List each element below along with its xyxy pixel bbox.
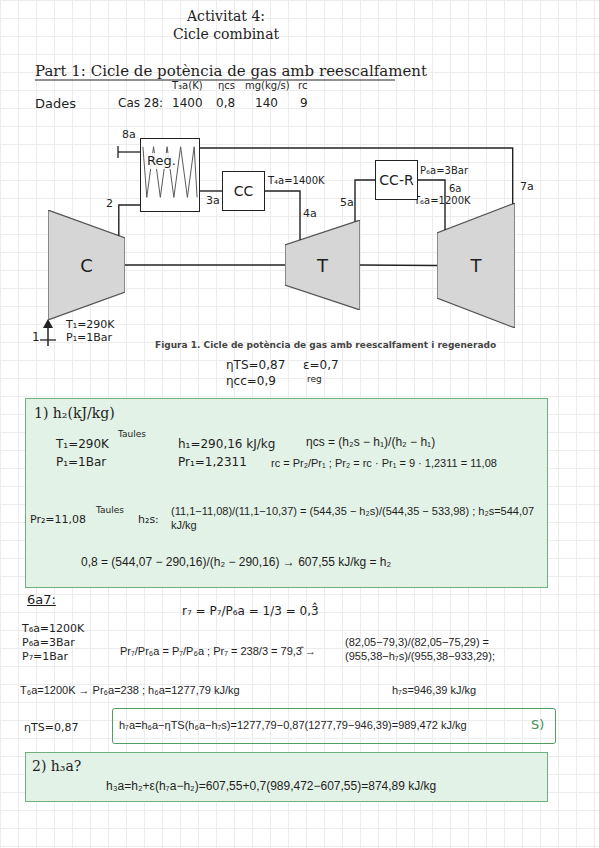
text-label: h₇s=946,39 kJ/kg <box>392 684 476 698</box>
heat-exchanger-coil <box>141 139 199 211</box>
text-label: Part 1: Cicle de potència de gas amb ree… <box>35 62 427 81</box>
text-label: ηTS=0,87 <box>24 721 78 735</box>
text-label: ε=0,7 <box>303 358 339 373</box>
shaft-line <box>125 264 285 265</box>
flow-line <box>200 190 222 191</box>
text-label: T₁=290K <box>66 318 115 332</box>
page-title: Activitat 4: Cicle combinat <box>170 8 282 43</box>
text-label: 9 <box>300 96 308 111</box>
text-label: 4a <box>303 207 317 221</box>
node-text: T <box>471 255 482 276</box>
flow-line <box>355 180 375 222</box>
node-text: h₁=290,16 kJ/kg <box>178 437 275 452</box>
node-text: 2) h₃a? <box>32 758 81 776</box>
shaft-line <box>360 264 437 266</box>
text-label: r₇ = P₇/P₆a = 1/3 = 0,3̂ <box>182 604 319 619</box>
text-label: 1 <box>32 330 40 345</box>
flow-line <box>418 180 445 230</box>
node-text: Taules <box>118 429 146 440</box>
text-label: Dades <box>35 96 76 112</box>
text-label: T₃a(K) <box>172 80 203 93</box>
node-text: Pr₁=1,2311 <box>178 455 247 470</box>
text-label: reg <box>307 374 322 385</box>
compressor-symbol: C <box>48 210 125 320</box>
result-band: 1) h₂(kJ/kg)T₁=290KP₁=1BarTaulesh₁=290,1… <box>25 398 548 588</box>
coil-line <box>143 147 197 198</box>
text-label: T₄a=1400K <box>268 175 325 188</box>
node-text: rc = Pr₂/Pr₁ ; Pr₂ = rc · Pr₁ = 9 · 1,23… <box>271 457 541 471</box>
text-label: Cas 28: <box>118 96 163 111</box>
machine-outline <box>48 210 125 320</box>
node-text: h₇a=h₆a−ηTS(h₆a−h₇s)=1277,79−0,87(1277,7… <box>119 719 519 733</box>
node-text: 1) h₂(kJ/kg) <box>34 405 115 423</box>
text-label: P₇=1Bar <box>22 650 68 664</box>
node-text: S) <box>531 717 544 733</box>
result-band: 2) h₃a? h₃a=h₂+ε(h₇a−h₂)=607,55+0,7(989,4… <box>25 752 548 802</box>
text-label: ηTS=0,87 <box>226 358 285 373</box>
text-label: (82,05−79,3)/(82,05−75,29) = (955,38−h₇s… <box>345 636 595 664</box>
text-label: P₆a=3Bar <box>22 636 75 650</box>
text-label: 6a7: <box>27 592 56 608</box>
machine-outline <box>437 203 515 328</box>
machine-outline <box>285 220 360 310</box>
text-label: 140 <box>255 96 278 111</box>
text-label: Pr₇/Pr₆a = P₇/P₆a ; Pr₇ = 238/3 = 79,3̂ … <box>120 645 370 659</box>
node-text: Taules <box>96 505 124 516</box>
inlet-tick <box>40 339 56 340</box>
text-label: rc <box>298 80 307 93</box>
figure-caption: Figura 1. Cicle de potència de gas amb r… <box>155 340 555 351</box>
text-label: 6a <box>449 183 462 196</box>
inlet-arrowhead <box>43 319 53 328</box>
node-text: P₁=1Bar <box>56 455 106 470</box>
node-text: Pr₂=11,08 <box>30 513 86 527</box>
text-label: T₆a=1200K → Pr₆a=238 ; h₆a=1277,79 kJ/kg <box>20 684 350 698</box>
node-text: C <box>80 255 93 276</box>
text-label: 1400 <box>172 96 203 111</box>
regenerator-box: Reg. <box>140 138 200 212</box>
text-label: T₆a=1200K <box>414 195 471 208</box>
node-text: ηcs = (h₂s − h₁)/(h₂ − h₁) <box>306 435 435 450</box>
text-label: 7a <box>520 180 534 194</box>
turbine-symbol: T <box>437 203 515 328</box>
text-label: ηcc=0,9 <box>226 374 276 389</box>
node-text: (11,1−11,08)/(11,1−10,37) = (544,35 − h₂… <box>171 505 541 533</box>
text-label: 8a <box>122 128 136 142</box>
text-label: P₆a=3Bar <box>420 165 468 178</box>
node-text: h₂s: <box>138 513 159 527</box>
text-label: 5a <box>340 196 354 210</box>
result-box: h₇a=h₆a−ηTS(h₆a−h₇s)=1277,79−0,87(1277,7… <box>112 708 556 744</box>
node-text: CC <box>234 183 254 199</box>
node-text: h₃a=h₂+ε(h₇a−h₂)=607,55+0,7(989,472−607,… <box>106 779 546 794</box>
turbine-symbol: T <box>285 220 360 310</box>
node-text: 0,8 = (544,07 − 290,16)/(h₂ − 290,16) → … <box>81 555 541 570</box>
node-text: T₁=290K <box>56 437 109 452</box>
node-text: T <box>317 255 328 276</box>
flow-line <box>119 205 140 236</box>
flow-line <box>200 148 513 204</box>
text-label: 3a <box>206 194 220 208</box>
text-label: P₁=1Bar <box>66 331 112 345</box>
text-label: T₆a=1200K <box>22 622 84 636</box>
node-text: Reg. <box>147 153 176 169</box>
exhaust-tick <box>117 146 118 158</box>
text-label: 0,8 <box>216 96 235 111</box>
node-text: CC-R <box>379 172 413 188</box>
flow-line <box>265 191 300 240</box>
text-label: mg(kg/s) <box>245 80 290 93</box>
reheat-chamber-box: CC-R <box>375 160 418 200</box>
combustion-chamber-box: CC <box>222 171 265 211</box>
exhaust-line <box>118 151 140 152</box>
text-label: ηcs <box>218 80 235 93</box>
text-label: 2 <box>106 197 113 211</box>
